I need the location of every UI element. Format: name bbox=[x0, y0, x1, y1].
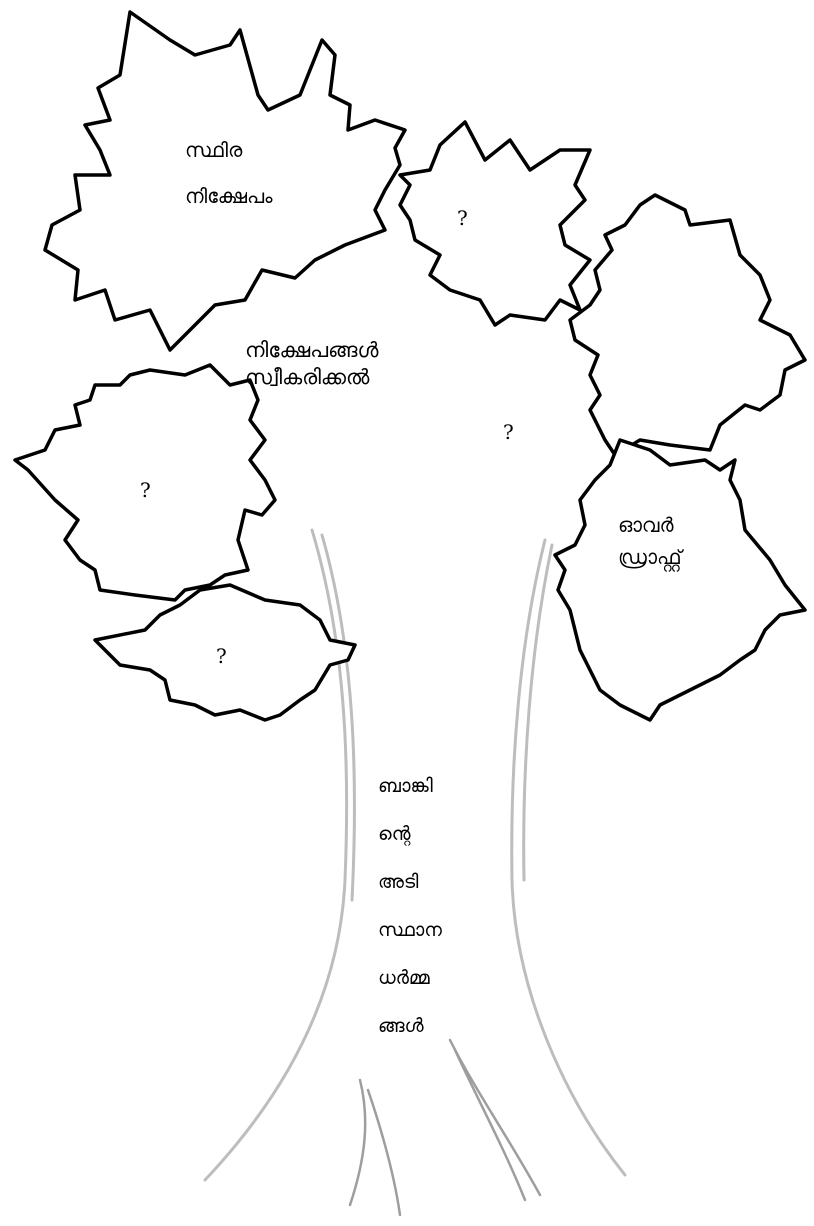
leaf-right-upper bbox=[570, 195, 805, 455]
leaf-left-bottom-mark: ? bbox=[216, 644, 227, 668]
center-mark: ? bbox=[503, 420, 514, 444]
trunk-text-line-2: ന്റെ bbox=[378, 810, 442, 858]
trunk-text: ബാങ്കി ന്റെ അടി സ്ഥാന ധർമ്മ ങ്ങൾ bbox=[378, 762, 442, 1050]
leaf-right-bottom-line1: ഓവർ bbox=[618, 512, 682, 538]
leaf-top-left-line2: നിക്ഷേപം bbox=[185, 183, 273, 209]
trunk-text-line-1: ബാങ്കി bbox=[378, 762, 442, 810]
branch-label: നിക്ഷേപങ്ങൾ സ്വീകരിക്കൽ bbox=[245, 337, 378, 392]
leaf-left-middle-mark: ? bbox=[140, 478, 151, 502]
trunk-text-line-3: അടി bbox=[378, 858, 442, 906]
trunk-text-line-6: ങ്ങൾ bbox=[378, 1002, 442, 1050]
branch-label-line2: സ്വീകരിക്കൽ bbox=[245, 364, 378, 391]
leaf-top-middle-mark: ? bbox=[457, 206, 468, 230]
leaf-top-left-line1: സ്ഥിര bbox=[185, 137, 273, 163]
leaf-right-bottom-line2: ഡ്രാഫ്റ്റ് bbox=[618, 544, 682, 570]
branch-label-line1: നിക്ഷേപങ്ങൾ bbox=[245, 337, 378, 364]
trunk-text-line-5: ധർമ്മ bbox=[378, 954, 442, 1002]
leaf-right-bottom bbox=[555, 440, 805, 720]
leaf-top-middle bbox=[400, 122, 590, 325]
leaf-top-left-label: സ്ഥിര നിക്ഷേപം bbox=[185, 137, 273, 209]
leaf-right-bottom-label: ഓവർ ഡ്രാഫ്റ്റ് bbox=[618, 512, 682, 570]
trunk-text-line-4: സ്ഥാന bbox=[378, 906, 442, 954]
